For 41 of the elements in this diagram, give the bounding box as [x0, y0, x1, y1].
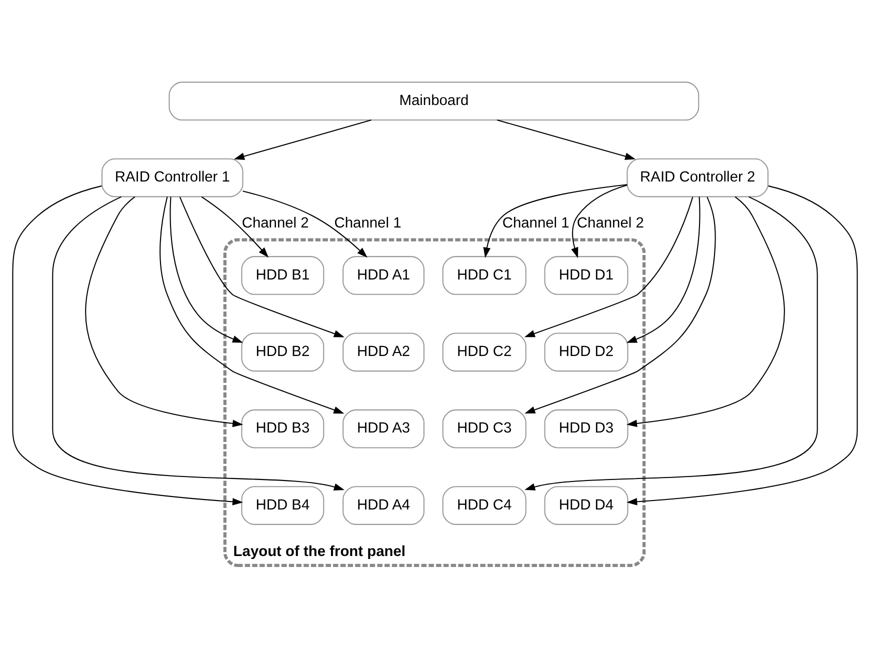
node-box: HDD B3 — [241, 408, 324, 448]
edge-label: Channel 2 — [576, 214, 644, 231]
arrow — [85, 196, 244, 427]
arrow — [12, 184, 244, 505]
arrow — [626, 196, 785, 427]
node-box: Mainboard — [168, 81, 700, 120]
arrow — [234, 119, 372, 160]
arrow — [626, 184, 858, 505]
arrow — [160, 196, 344, 414]
arrow — [524, 196, 818, 490]
node-box: HDD C3 — [442, 408, 526, 448]
node-box: HDD C4 — [442, 486, 526, 524]
node-box: HDD A1 — [342, 256, 424, 294]
arrow — [571, 184, 628, 258]
node-box: HDD B4 — [241, 486, 324, 524]
node-box: RAID Controller 1 — [102, 158, 244, 197]
edge-label: Channel 1 — [502, 214, 570, 231]
arrow — [201, 196, 269, 258]
arrow — [496, 119, 636, 160]
node-box: RAID Controller 2 — [626, 158, 768, 197]
arrow — [524, 196, 716, 413]
node-box: HDD D4 — [544, 486, 628, 524]
node-box: HDD B2 — [241, 332, 324, 372]
node-box: HDD A2 — [342, 332, 424, 372]
arrow — [52, 196, 344, 490]
node-box: HDD A3 — [342, 408, 424, 448]
node-box: HDD D3 — [544, 408, 628, 448]
node-box: HDD D2 — [544, 332, 628, 372]
node-box: HDD C1 — [442, 256, 526, 294]
edge-label: Channel 2 — [242, 214, 309, 231]
arrow — [626, 196, 700, 342]
arrow — [483, 184, 628, 258]
arrow — [179, 196, 344, 337]
arrow — [524, 196, 694, 337]
node-box: HDD A4 — [342, 486, 424, 524]
node-box: HDD C2 — [442, 332, 526, 372]
edge-label: Channel 1 — [334, 214, 402, 231]
arrow — [170, 196, 244, 342]
node-box: HDD B1 — [241, 256, 324, 294]
arrow — [242, 190, 368, 258]
node-box: HDD D1 — [544, 256, 628, 294]
